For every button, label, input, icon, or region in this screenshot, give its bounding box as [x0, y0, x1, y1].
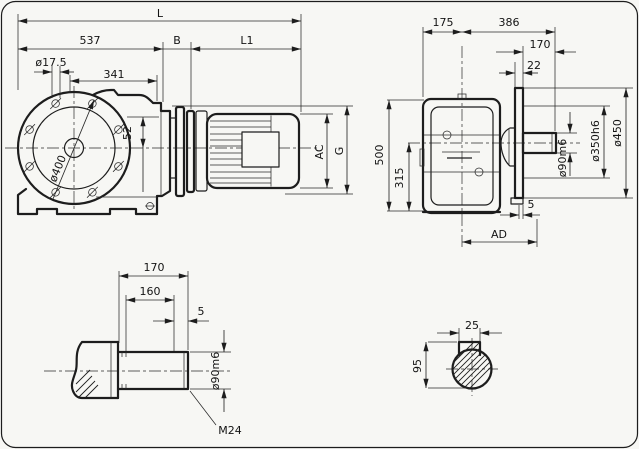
dim-AC: AC: [300, 113, 333, 189]
dim-450: ø450: [611, 88, 629, 198]
dim-label-386: 386: [499, 16, 520, 29]
dim-341: 341: [69, 68, 158, 101]
dim-175: 175: [422, 16, 462, 97]
breather-plug: [457, 93, 467, 100]
bearing-dome: [500, 127, 515, 167]
gearbox-base: [16, 187, 159, 216]
adapter-flange-ring-2: [185, 109, 196, 194]
housing-front-inner: [430, 106, 494, 206]
dim-160: 160: [125, 285, 175, 351]
dim-386: 386: [462, 16, 556, 131]
dim-25: 25: [437, 319, 502, 342]
dim-350h6: ø350h6: [589, 106, 607, 178]
motor-body: [205, 112, 301, 190]
bolt-hole: [23, 123, 36, 136]
dim-label-AD: AD: [491, 228, 507, 241]
flange-center-hole: [63, 137, 85, 159]
shaft-hub-outline: [70, 340, 120, 400]
flange-foot: [510, 197, 524, 205]
dim-52: 52: [121, 116, 159, 192]
dim-label-M24: M24: [218, 424, 242, 437]
front-view: 175 386 170 22 500 315: [373, 16, 633, 248]
dim-G: G: [172, 105, 353, 195]
dim-90m6-shaft: ø90m6: [190, 330, 231, 412]
bolt-hole: [49, 97, 62, 110]
dim-label-52: 52: [121, 126, 134, 140]
flange-outer-circle: [16, 90, 132, 206]
dim-label-22: 22: [527, 59, 541, 72]
output-shaft-outline: [116, 350, 190, 391]
dim-L: L: [17, 7, 302, 112]
break-hatching: [75, 369, 99, 399]
dim-95: 95: [411, 341, 470, 389]
dim-label-500: 500: [373, 145, 386, 166]
bolt-hole: [86, 186, 99, 198]
drain-plug: [145, 202, 155, 210]
motor-adapter: [170, 105, 208, 198]
dim-label-341: 341: [104, 68, 125, 81]
dim-label-5-shaft: 5: [198, 305, 205, 318]
bolt-hole: [23, 160, 36, 173]
dim-label-90m6-front: ø90m6: [556, 139, 569, 177]
housing-side-lug: [419, 148, 425, 167]
bolt-hole: [112, 123, 125, 136]
dim-22: 22: [499, 59, 541, 87]
dim-label-AC: AC: [313, 144, 326, 159]
dim-label-95: 95: [411, 359, 424, 373]
bolt-hole: [112, 160, 125, 173]
dim-label-315: 315: [393, 168, 406, 189]
oil-plug: [474, 167, 484, 177]
housing-front-outline: [421, 97, 502, 215]
dim-label-17-5: ø17.5: [35, 56, 66, 69]
key-profile: [457, 340, 482, 357]
dim-AD: AD: [462, 219, 538, 247]
adapter-flange-ring-1: [174, 105, 186, 198]
shaft-section-circle: [451, 348, 493, 390]
dim-label-L1: L1: [240, 34, 253, 47]
dim-5-shaft: 5: [153, 305, 209, 324]
flange-inner-circle: [32, 106, 116, 190]
key-section-view: 25 95: [411, 319, 502, 396]
shaft-detail-view: 170 160 5 ø90m6 M24: [44, 261, 242, 437]
dim-label-537: 537: [80, 34, 101, 47]
dim-170-shaft: 170: [118, 261, 189, 350]
dim-90m6-front: ø90m6: [556, 112, 573, 177]
dim-label-L: L: [157, 7, 164, 20]
dim-315: 315: [393, 143, 412, 211]
dim-label-5-front: 5: [528, 198, 535, 211]
dim-label-170-front: 170: [530, 38, 551, 51]
output-shaft-front: [521, 131, 558, 155]
dim-170-front: 170: [496, 38, 576, 87]
dim-label-350h6: ø350h6: [589, 120, 602, 162]
dim-537-B-L1: 537 B L1: [18, 34, 301, 109]
dim-label-25: 25: [465, 319, 479, 332]
dim-label-G: G: [333, 147, 346, 156]
dim-label-160: 160: [140, 285, 161, 298]
dim-5-front: 5: [500, 198, 540, 219]
motor: [205, 112, 301, 190]
dim-label-B: B: [173, 34, 181, 47]
motor-endbell: [195, 110, 208, 192]
dim-label-175: 175: [433, 16, 454, 29]
dim-label-90m6-shaft: ø90m6: [209, 352, 222, 390]
dim-label-170-shaft: 170: [144, 261, 165, 274]
thread-callout-M24: M24: [189, 390, 242, 437]
inspection-plug: [442, 130, 452, 140]
dim-500: 500: [373, 99, 424, 212]
terminal-box: [241, 131, 280, 168]
side-view: L 537 B L1 ø17.5 341 ø400: [5, 7, 353, 216]
dim-label-450: ø450: [611, 119, 624, 147]
dim-17-5: ø17.5: [34, 56, 74, 98]
shaft-undercut: [121, 352, 127, 389]
